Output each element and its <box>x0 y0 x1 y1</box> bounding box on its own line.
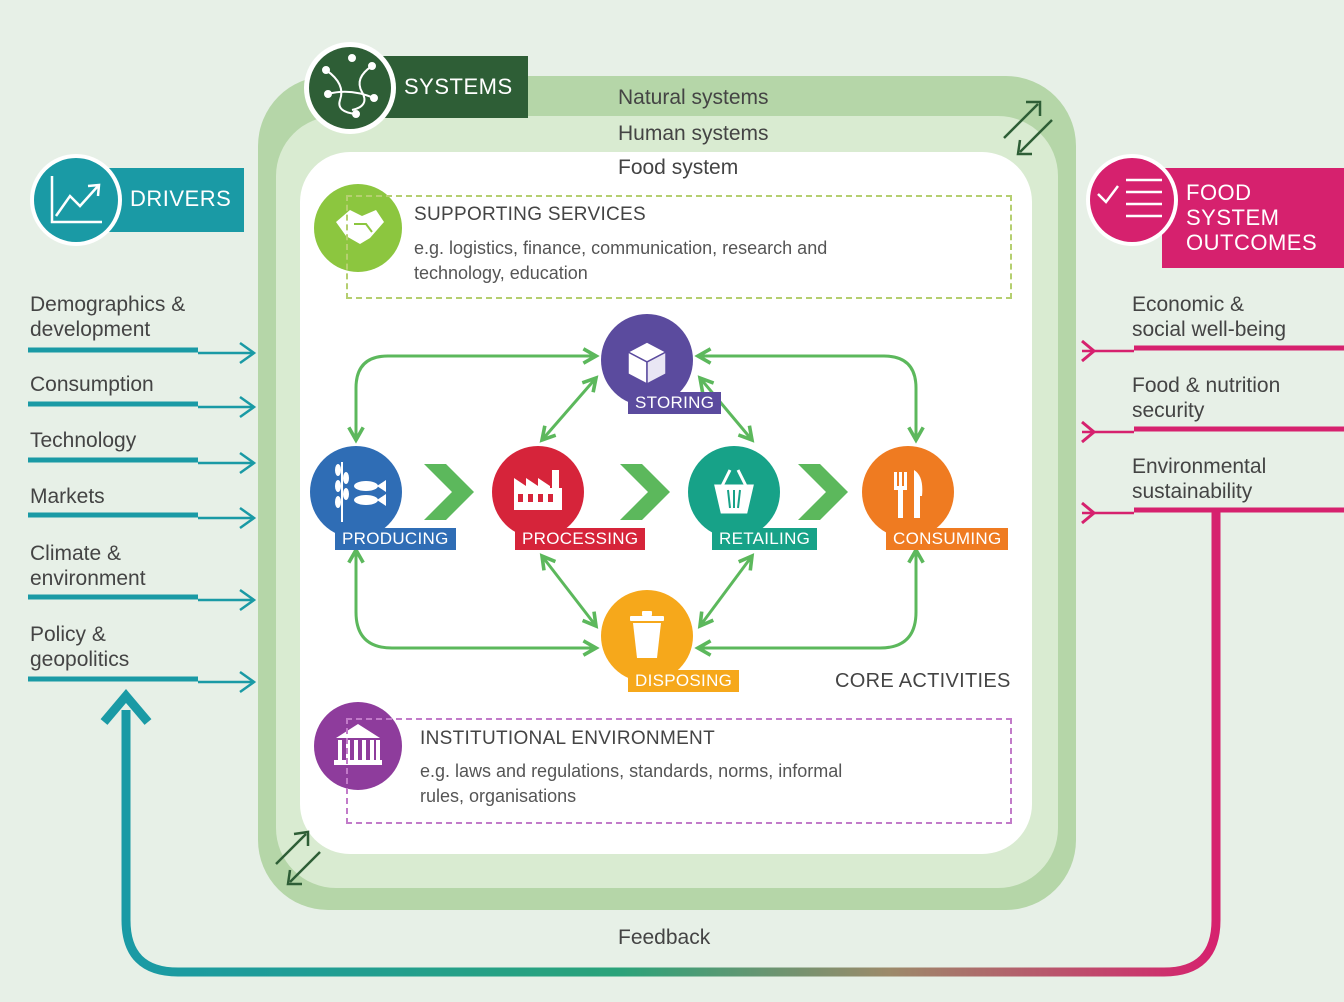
factory-icon <box>514 470 562 510</box>
systems-title: SYSTEMS <box>404 74 513 99</box>
box-icon <box>626 341 668 386</box>
institutional-environment-box <box>346 718 1012 824</box>
driver-arrows <box>28 347 198 682</box>
driver-demographics: Demographics & development <box>30 293 186 341</box>
institutional-environment-desc: e.g. laws and regulations, standards, no… <box>420 761 843 806</box>
producing-circle <box>310 446 402 538</box>
driver-markets: Markets <box>30 485 105 508</box>
driver-technology: Technology <box>30 429 137 452</box>
driver-policy: Policy & geopolitics <box>30 623 130 671</box>
food-system-label: Food system <box>618 156 739 179</box>
trash-bin-icon <box>630 611 664 658</box>
outcomes-header-box <box>1162 168 1344 268</box>
feedback-loop <box>121 512 1221 977</box>
fork-knife-icon <box>894 470 923 518</box>
exchange-arrows-bottom-left <box>275 830 321 886</box>
feedback-arrow-head <box>100 689 152 725</box>
flow-chevrons <box>424 464 848 520</box>
outcome-economic: Economic & social well-being <box>1132 293 1287 341</box>
supporting-services-title: SUPPORTING SERVICES <box>414 204 647 225</box>
institutional-environment-title: INSTITUTIONAL ENVIRONMENT <box>420 728 715 749</box>
wheat-fish-icon <box>335 462 386 522</box>
driver-arrow-heads <box>198 341 257 694</box>
disposing-label: DISPOSING <box>628 670 740 692</box>
feedback-label: Feedback <box>618 926 711 949</box>
outcome-arrows <box>1081 339 1344 525</box>
network-icon <box>322 54 378 118</box>
trend-chart-icon <box>50 176 102 224</box>
natural-systems-label: Natural systems <box>618 86 769 109</box>
basket-icon <box>714 469 754 514</box>
storing-label: STORING <box>628 392 722 414</box>
food-system-frame <box>300 152 1032 854</box>
checklist-icon <box>1097 178 1162 218</box>
driver-climate: Climate & environment <box>30 542 146 590</box>
supporting-services-desc: e.g. logistics, finance, communication, … <box>414 238 828 283</box>
outcomes-title: FOOD SYSTEM OUTCOMES <box>1186 180 1318 255</box>
outcome-food-security: Food & nutrition security <box>1132 374 1281 422</box>
drivers-circle-inner <box>34 158 118 242</box>
processing-label: PROCESSING <box>515 528 646 550</box>
producing-label: PRODUCING <box>335 528 456 550</box>
supporting-services-box <box>346 195 1012 299</box>
drivers-header-box <box>100 168 244 232</box>
handshake-icon <box>336 210 384 244</box>
drivers-title: DRIVERS <box>130 186 232 211</box>
human-systems-label: Human systems <box>618 122 769 145</box>
retailing-label: RETAILING <box>712 528 818 550</box>
core-activities-label: CORE ACTIVITIES <box>835 670 1011 692</box>
exchange-arrows-top-right <box>1003 100 1053 156</box>
activity-connectors <box>347 347 925 657</box>
outcome-environmental: Environmental sustainability <box>1132 455 1267 503</box>
consuming-label: CONSUMING <box>886 528 1009 550</box>
consuming-circle <box>862 446 954 538</box>
driver-consumption: Consumption <box>30 373 154 396</box>
